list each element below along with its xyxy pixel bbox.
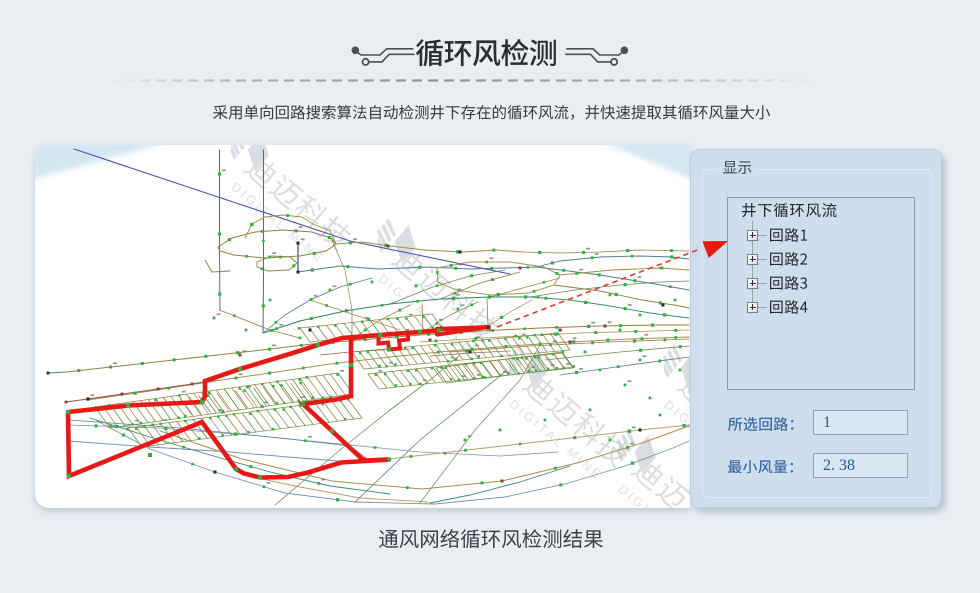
display-panel [690,149,942,508]
selected-loop-input[interactable] [813,410,908,435]
tree-item-label-loop3[interactable]: 回路3 [770,276,808,290]
tree-root-label: 井下循环风流 [742,203,837,218]
diagram-caption: 通风网络循环风检测结果 [378,528,603,549]
tree-connector [758,283,767,284]
page-subtitle: 采用单向回路搜索算法自动检测井下存在的循环风流，并快速提取其循环风量大小 [212,105,770,120]
title-flourish-right [565,46,629,66]
page-title: 循环风检测 [416,39,556,67]
display-groupbox [702,169,932,498]
diagram-card [35,145,690,508]
selected-loop-label: 所选回路： [728,417,794,431]
tree-expander-loop2[interactable] [747,253,758,265]
tree-item-label-loop4[interactable]: 回路4 [770,300,808,314]
tree-expander-loop4[interactable] [747,301,758,313]
tree-connector [758,235,767,236]
tree-connector [758,307,767,308]
title-flourish-left [351,46,415,66]
loop-tree[interactable] [727,197,915,390]
tree-expander-loop3[interactable] [747,277,758,289]
min-airflow-label: 最小风量： [728,459,794,474]
tree-item-label-loop2[interactable]: 回路2 [770,252,808,266]
min-airflow-input[interactable] [813,453,908,478]
display-group-label: 显示 [717,161,757,175]
tree-connector [758,259,767,260]
tree-item-label-loop1[interactable]: 回路1 [770,228,807,242]
tree-expander-loop1[interactable] [747,229,758,241]
